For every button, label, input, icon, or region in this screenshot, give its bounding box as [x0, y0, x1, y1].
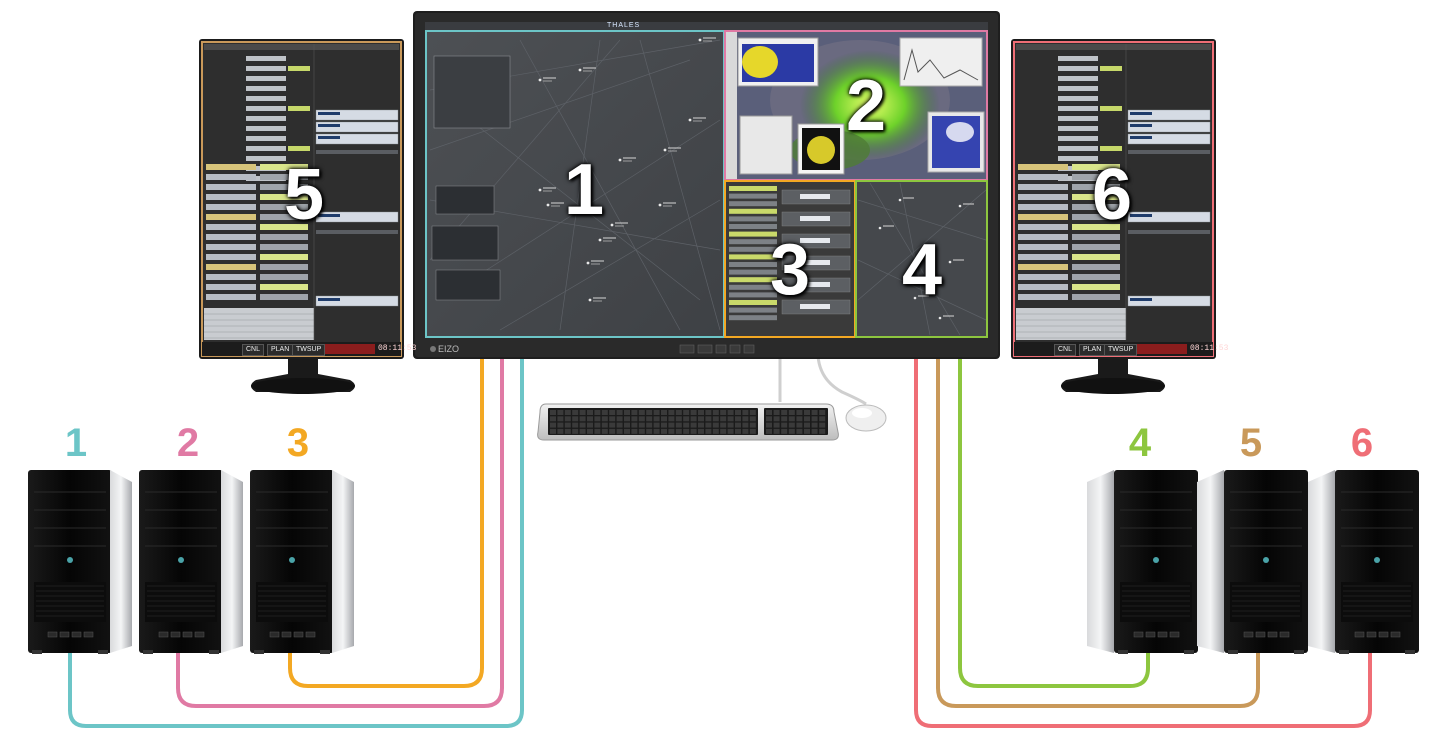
computer-tower-icon [250, 470, 354, 654]
left-btn-plan: PLAN [267, 344, 294, 356]
computer-label-5: 5 [1239, 421, 1263, 465]
computer-label-4: 4 [1128, 421, 1152, 465]
cable-3 [288, 356, 484, 688]
computer-tower-icon [1308, 470, 1419, 654]
region-label-3: 3 [769, 230, 811, 310]
region-label-6: 6 [1091, 155, 1133, 235]
flight-strip-panel-left [204, 44, 399, 340]
left-clock: 08:11:53 [378, 344, 417, 353]
left-btn-cnl: CNL [242, 344, 265, 356]
computer-tower-icon [28, 470, 132, 654]
right-clock: 08:11:53 [1190, 344, 1229, 353]
radar-display-4 [857, 182, 987, 336]
computer-label-6: 6 [1350, 421, 1374, 465]
mouse-icon [845, 404, 887, 432]
computer-label-2: 2 [176, 421, 200, 465]
computer-tower-icon [139, 470, 243, 654]
flight-strip-panel-3 [729, 186, 851, 321]
radar-display-1 [429, 37, 721, 331]
cable-2 [176, 356, 504, 708]
keyboard-icon [537, 403, 839, 441]
region-label-4: 4 [901, 230, 943, 310]
main-monitor-brand: EIZO [438, 344, 460, 354]
cable-group [68, 355, 1372, 728]
cable-5 [936, 356, 1260, 708]
flight-strip-panel-right [1016, 44, 1211, 340]
right-btn-twsup: TWSUP [1104, 344, 1138, 356]
computer-towers [28, 470, 1419, 654]
computer-tower-icon [1197, 470, 1308, 654]
main-monitor-header: THALES [607, 22, 641, 29]
cable-6 [914, 356, 1372, 728]
cable-4 [958, 356, 1150, 688]
right-btn-cnl: CNL [1054, 344, 1077, 356]
left-btn-twsup: TWSUP [292, 344, 326, 356]
region-label-2: 2 [845, 66, 887, 146]
computer-label-1: 1 [64, 421, 88, 465]
region-label-5: 5 [283, 155, 325, 235]
region-label-1: 1 [563, 150, 605, 230]
side-monitor-right [1011, 39, 1216, 394]
computer-label-3: 3 [286, 421, 310, 465]
right-btn-plan: PLAN [1079, 344, 1106, 356]
cable-1 [68, 356, 524, 728]
main-monitor [413, 11, 1000, 359]
side-monitor-left [199, 39, 404, 394]
weather-display-2 [725, 31, 987, 180]
computer-tower-icon [1087, 470, 1198, 654]
